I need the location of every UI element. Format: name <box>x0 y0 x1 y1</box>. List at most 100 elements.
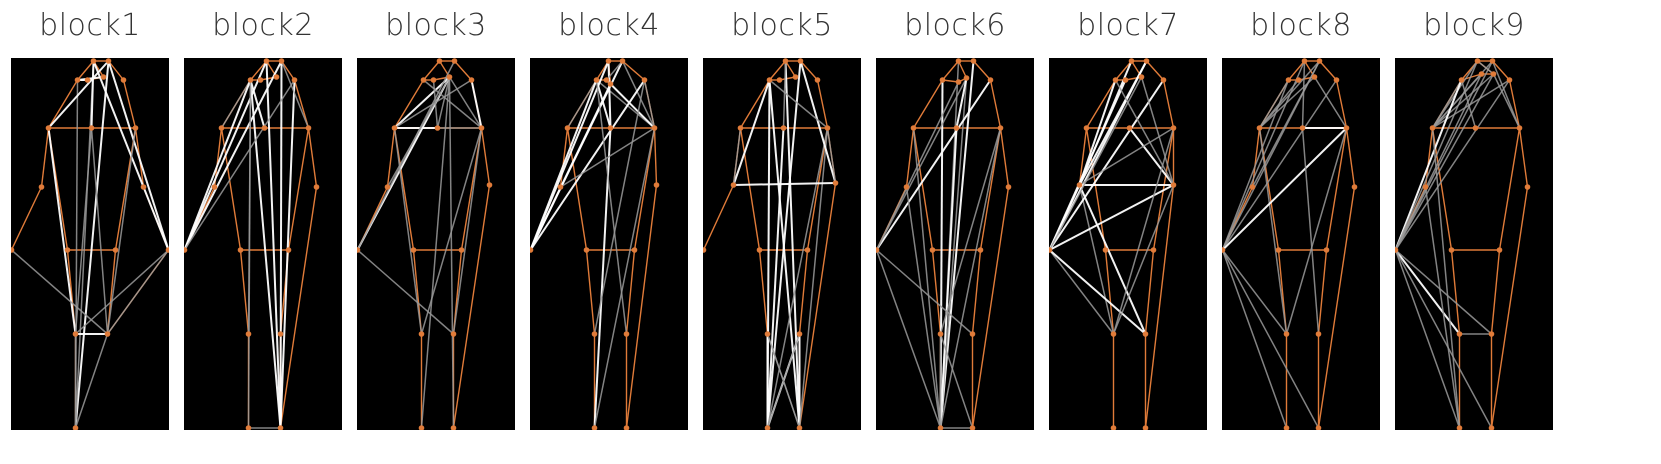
block-title: block2 <box>212 8 314 43</box>
skeleton-bone <box>799 60 819 81</box>
attention-edge <box>1222 249 1320 429</box>
attention-edge <box>90 127 109 335</box>
attention-edge <box>1395 79 1463 251</box>
skeleton-joint <box>764 331 771 337</box>
panel-background <box>1395 58 1553 430</box>
attention-edge <box>1313 76 1348 129</box>
skeleton-joint <box>446 74 453 80</box>
attention-edge <box>1460 79 1477 129</box>
skeleton-bone <box>1104 249 1115 335</box>
attention-edge <box>1395 249 1461 335</box>
skeleton-joint <box>1315 425 1322 430</box>
attention-edge <box>593 127 656 429</box>
attention-edge <box>876 79 992 251</box>
skeleton-bone <box>1345 127 1356 188</box>
attention-edge <box>1258 127 1288 335</box>
skeleton-joint <box>623 425 630 430</box>
skeleton-joint <box>607 81 614 87</box>
skeleton-joint <box>451 58 458 64</box>
panel-background <box>11 58 169 430</box>
skeleton-bone <box>287 127 310 251</box>
attention-edge <box>768 79 801 429</box>
attention-edge <box>955 77 968 129</box>
skeleton-bone <box>47 79 79 129</box>
skeleton-joint <box>1422 184 1429 190</box>
block-title: block8 <box>1250 8 1352 43</box>
skeleton-bone <box>905 127 915 188</box>
skeleton-joint <box>782 58 789 64</box>
attention-edge <box>784 60 801 429</box>
attention-edge <box>1049 249 1147 335</box>
block-panel: block8 <box>1222 0 1390 464</box>
attention-edge <box>939 77 968 429</box>
skeleton-joint <box>430 77 437 83</box>
skeleton-bone <box>941 60 960 81</box>
skeleton-bone <box>76 60 95 81</box>
attention-edge <box>782 60 787 129</box>
skeleton-joint <box>245 425 252 430</box>
skeleton-bone <box>1114 60 1133 81</box>
skeleton-joint <box>72 331 79 337</box>
attention-edge <box>74 60 110 429</box>
attention-edge <box>643 79 656 129</box>
skeleton-bone <box>1145 60 1165 81</box>
skeleton-joint <box>237 247 244 253</box>
skeleton-bone <box>798 182 837 429</box>
skeleton-joint <box>1126 125 1133 131</box>
attention-edge <box>1491 60 1521 129</box>
skeleton-joint <box>277 331 284 337</box>
skeleton-bone <box>999 127 1010 188</box>
skeleton-joint <box>1351 184 1358 190</box>
skeleton-bone <box>1085 79 1117 129</box>
skeleton-joint <box>285 247 292 253</box>
skeleton-bone <box>816 79 829 129</box>
panel-background <box>530 58 688 430</box>
skeleton-joint <box>104 331 111 337</box>
skeleton-joint <box>1311 74 1318 80</box>
skeleton-bone <box>107 60 125 81</box>
attention-edge <box>1395 79 1511 251</box>
attention-edge <box>1477 60 1494 75</box>
attention-edge <box>1078 184 1115 335</box>
skeleton-joint <box>1285 77 1292 83</box>
skeleton-joint <box>804 247 811 253</box>
skeleton-joint <box>305 125 312 131</box>
skeleton-bone <box>11 186 43 251</box>
skeleton-joint <box>313 184 320 190</box>
attention-edge <box>92 60 169 251</box>
attention-edge <box>876 249 942 429</box>
skeleton-joint <box>703 247 707 253</box>
skeleton-joint <box>1316 58 1323 64</box>
skeleton-joint <box>1315 331 1322 337</box>
attention-edge <box>530 83 612 251</box>
skeleton-bone <box>912 79 944 129</box>
block-title: block1 <box>39 8 141 43</box>
skeleton-bone <box>422 60 441 81</box>
skeleton-joint <box>384 184 391 190</box>
attention-edge <box>184 60 283 251</box>
skeleton-joint <box>277 425 284 430</box>
skeleton-joint <box>1128 58 1135 64</box>
skeleton-joint <box>1170 182 1177 188</box>
attention-edge <box>1301 60 1306 129</box>
attention-edge <box>905 186 942 429</box>
skeleton-bone <box>784 60 797 78</box>
skeleton-joint <box>1489 58 1496 64</box>
attention-edge <box>184 79 252 251</box>
skeleton-joint <box>1333 77 1340 83</box>
attention-edge <box>1128 127 1175 186</box>
attention-edge <box>1424 186 1461 429</box>
attention-edge <box>621 60 656 129</box>
attention-edge <box>595 79 612 129</box>
attention-edge <box>1112 184 1175 335</box>
skeleton-joint <box>100 74 107 80</box>
attention-edge <box>560 127 655 188</box>
attention-edge <box>393 76 451 129</box>
skeleton-joint <box>11 247 15 253</box>
skeleton-joint <box>1506 77 1513 83</box>
panel-background <box>1049 58 1207 430</box>
skeleton-joint <box>90 58 97 64</box>
skeleton-joint <box>418 331 425 337</box>
skeleton-bone <box>1144 184 1175 429</box>
skeleton-joint <box>641 77 648 83</box>
